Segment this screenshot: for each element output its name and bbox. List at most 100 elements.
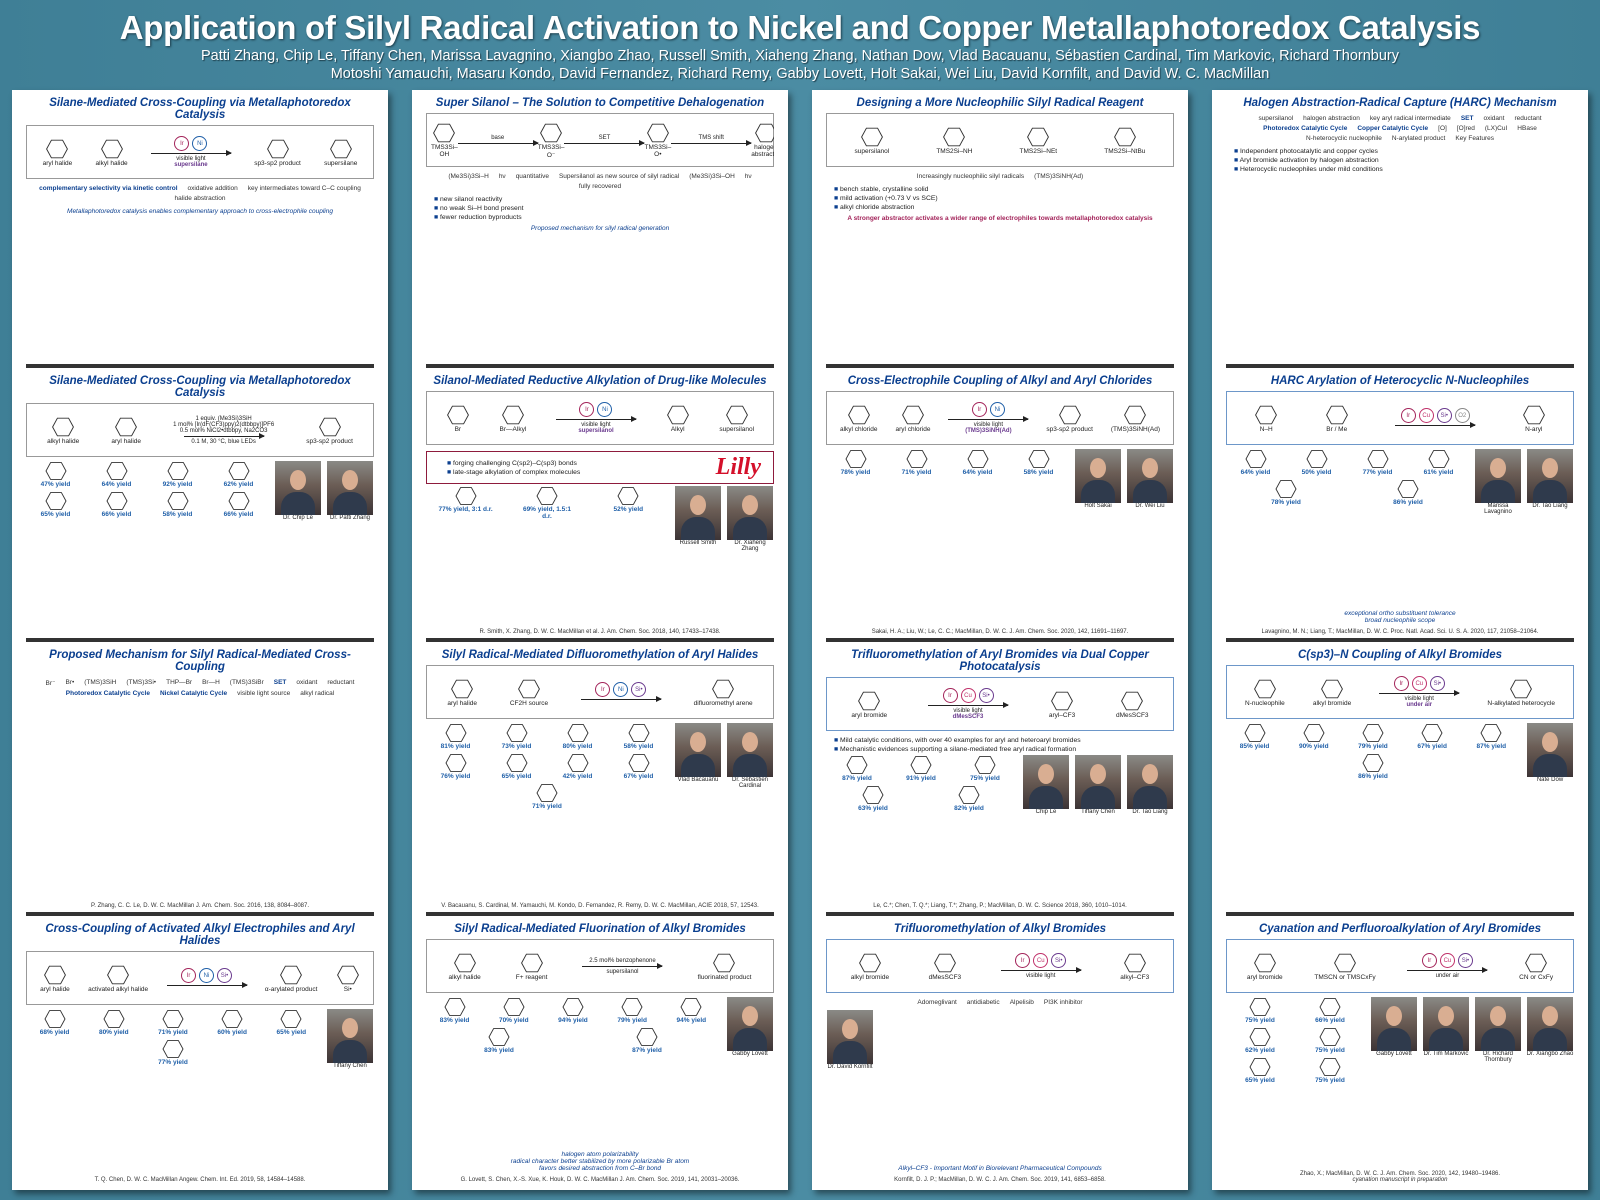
compound: difluoromethyl arene [694,678,753,707]
catalyst-badge: Ir [595,682,611,697]
section-title: Cross-Electrophile Coupling of Alkyl and… [847,375,1153,387]
product-example: 63% yield [845,785,901,812]
molecule-icon [627,724,650,742]
person-card: Holt Sakai [1074,449,1122,626]
people-photos: Gabby Lovett [726,997,774,1149]
compound-label: alkyl–CF3 [1120,973,1150,981]
person-photo [1075,449,1121,503]
bullet-item: forging challenging C(sp2)–C(sp3) bonds [447,460,580,467]
citation: P. Zhang, C. C. Le, D. W. C. MacMillan J… [26,900,374,912]
compound-label: dMesSCF3 [928,973,962,981]
product-example: 67% yield [611,753,667,780]
section-title: Silane-Mediated Cross-Coupling via Metal… [49,97,351,121]
compound: aryl halide [447,678,477,707]
citation: Kornfilt, D. J. P.; MacMillan, D. W. C. … [826,1174,1174,1186]
poster-section: Cross-Electrophile Coupling of Alkyl and… [826,364,1174,638]
compound: Alkyl [666,404,690,433]
compound-label: aryl halide [447,699,478,707]
structure-icon [943,127,966,146]
compound-label: aryl bromide [851,711,888,719]
yield-label: 64% yield [101,481,132,488]
compound: N-nucleophile [1245,678,1285,707]
section-conclusion: A stronger abstractor activates a wider … [826,215,1174,222]
person-photo [1527,997,1573,1051]
compound-label: Alkyl [670,425,685,433]
catalyst-badge: Ir [1393,676,1409,691]
compound: fluorinated product [698,952,751,981]
diagram-label: oxidant [296,679,318,686]
poster-section: Designing a More Nucleophilic Silyl Radi… [826,90,1174,364]
person-photo [1371,997,1417,1051]
catalyst-badge: Si• [978,688,994,703]
diagram-label: [O] [1438,125,1447,132]
molecule-icon [103,1010,125,1028]
structure-icon [520,953,543,972]
structure-icon [446,405,469,424]
product-example: 61% yield [1411,449,1467,476]
molecule-icon [1244,450,1267,468]
condition-text: 0.5 mol% NiCl2•dtbbpy, Na2CO3 [179,427,268,434]
compound-label: Br [454,425,462,433]
yield-label: 80% yield [562,743,593,750]
person-name: Dr. Tao Liang [1132,809,1168,815]
structure-icon [1058,405,1081,424]
arrow-line [555,416,637,422]
note-text: radical character better stabilized by m… [510,1158,690,1165]
compound: Br—Alkyl [500,404,526,433]
compound: TMS3Si–O⁻ [538,122,564,159]
person-photo [1127,755,1173,809]
person-name: Tiffany Chen [333,1063,367,1069]
catalyst-badge: Ir [579,402,595,417]
condition-text: visible light [176,156,206,162]
structure-icon [280,965,303,984]
person-name: Gabby Lovett [1376,1051,1412,1057]
product-example: 47% yield [28,461,84,488]
product-example: 76% yield [428,753,484,780]
compound-label: CN or CxFy [1519,973,1554,981]
molecule-icon [562,998,584,1016]
product-example: 77% yield [1350,449,1406,476]
structure-icon [725,405,748,424]
section-title: Designing a More Nucleophilic Silyl Radi… [856,97,1144,109]
product-example: 75% yield [1232,997,1288,1024]
person-photo [727,997,773,1051]
structure-icon [1123,953,1146,972]
catalyst-badge: Cu [1411,676,1427,691]
product-example: 91% yield [893,755,949,782]
product-example: 78% yield [828,449,884,476]
compound: aryl halide [43,138,72,167]
molecule-icon [1249,998,1271,1016]
citation-text: Lavagnino, M. N.; Liang, T.; MacMillan, … [1261,629,1539,635]
structure-icon [540,123,563,142]
arrow-line [1407,967,1489,973]
compound-label: TMS2Si–NH [936,147,973,155]
person-photo [727,723,773,777]
citation-text: Le, C.*; Chen, T. Q.*; Liang, T.*; Zhang… [873,903,1127,909]
yield-label: 65% yield [501,773,532,780]
section-title: Silyl Radical-Mediated Difluoromethylati… [441,649,759,661]
diagram-label: Adomeglivant [917,999,957,1006]
compound: alkyl–CF3 [1120,952,1149,981]
condition-text: (TMS)3SiNH(Ad) [965,428,1012,434]
compound: sp3-sp2 product [1046,404,1093,433]
compound-label: halogen abstractor [751,144,774,158]
compound-label: α-arylated product [264,985,318,993]
bullet-list: new silanol reactivityno weak Si–H bond … [434,196,766,221]
citation-text: T. Q. Chen, D. W. C. MacMillan Angew. Ch… [94,1177,306,1183]
person-photo [1527,449,1573,503]
product-example: 66% yield [89,491,145,518]
